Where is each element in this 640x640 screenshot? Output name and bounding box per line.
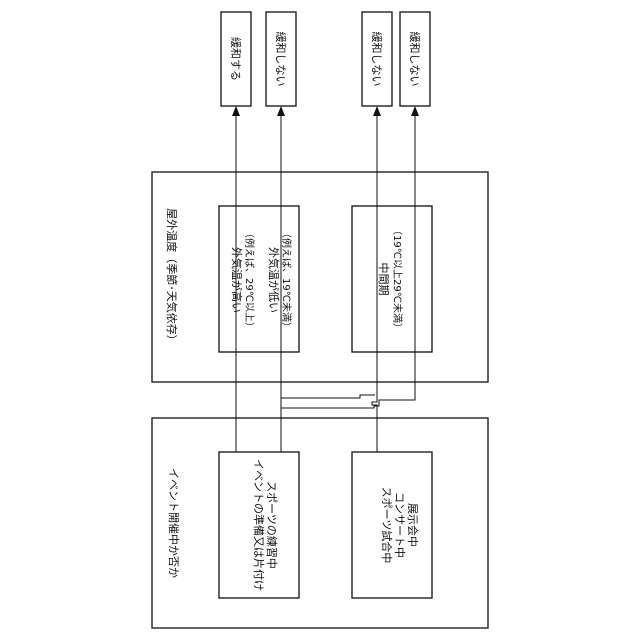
event-status-group [152, 418, 488, 628]
mid-season-range: （19℃以上29℃未満） [391, 225, 403, 333]
arrowhead-2 [277, 106, 285, 116]
low-temp-example: （例えば、19℃未満） [280, 228, 293, 332]
concert-label: コンサート中 [393, 492, 406, 558]
match-label: スポーツ試合中 [380, 487, 394, 564]
practice-label: スポーツの練習中 [265, 481, 279, 569]
arrowhead-4 [411, 106, 419, 116]
outcome-label-2: 緩和しない [274, 32, 287, 87]
high-temp-label: 外気温が高い [230, 247, 244, 313]
mid-season-label: 中間期 [377, 263, 390, 296]
preparation-label: イベントの準備又は片付け [252, 459, 266, 591]
arrowhead-1 [232, 106, 240, 116]
exhibition-label: 展示会中 [406, 503, 419, 547]
high-temp-example: （例えば、29℃以上） [243, 228, 256, 332]
outcome-label-1: 緩和する [229, 37, 242, 81]
event-status-label: イベント開催中か否か [167, 468, 181, 578]
outcome-label-3: 緩和しない [370, 32, 383, 87]
outdoor-temperature-group [152, 172, 488, 382]
outdoor-temperature-label: 屋外温度（季節･天気依存） [165, 208, 179, 346]
arrowhead-3 [373, 106, 381, 116]
low-temp-label: 外気温が低い [267, 247, 281, 313]
outcome-label-4: 緩和しない [408, 32, 421, 87]
